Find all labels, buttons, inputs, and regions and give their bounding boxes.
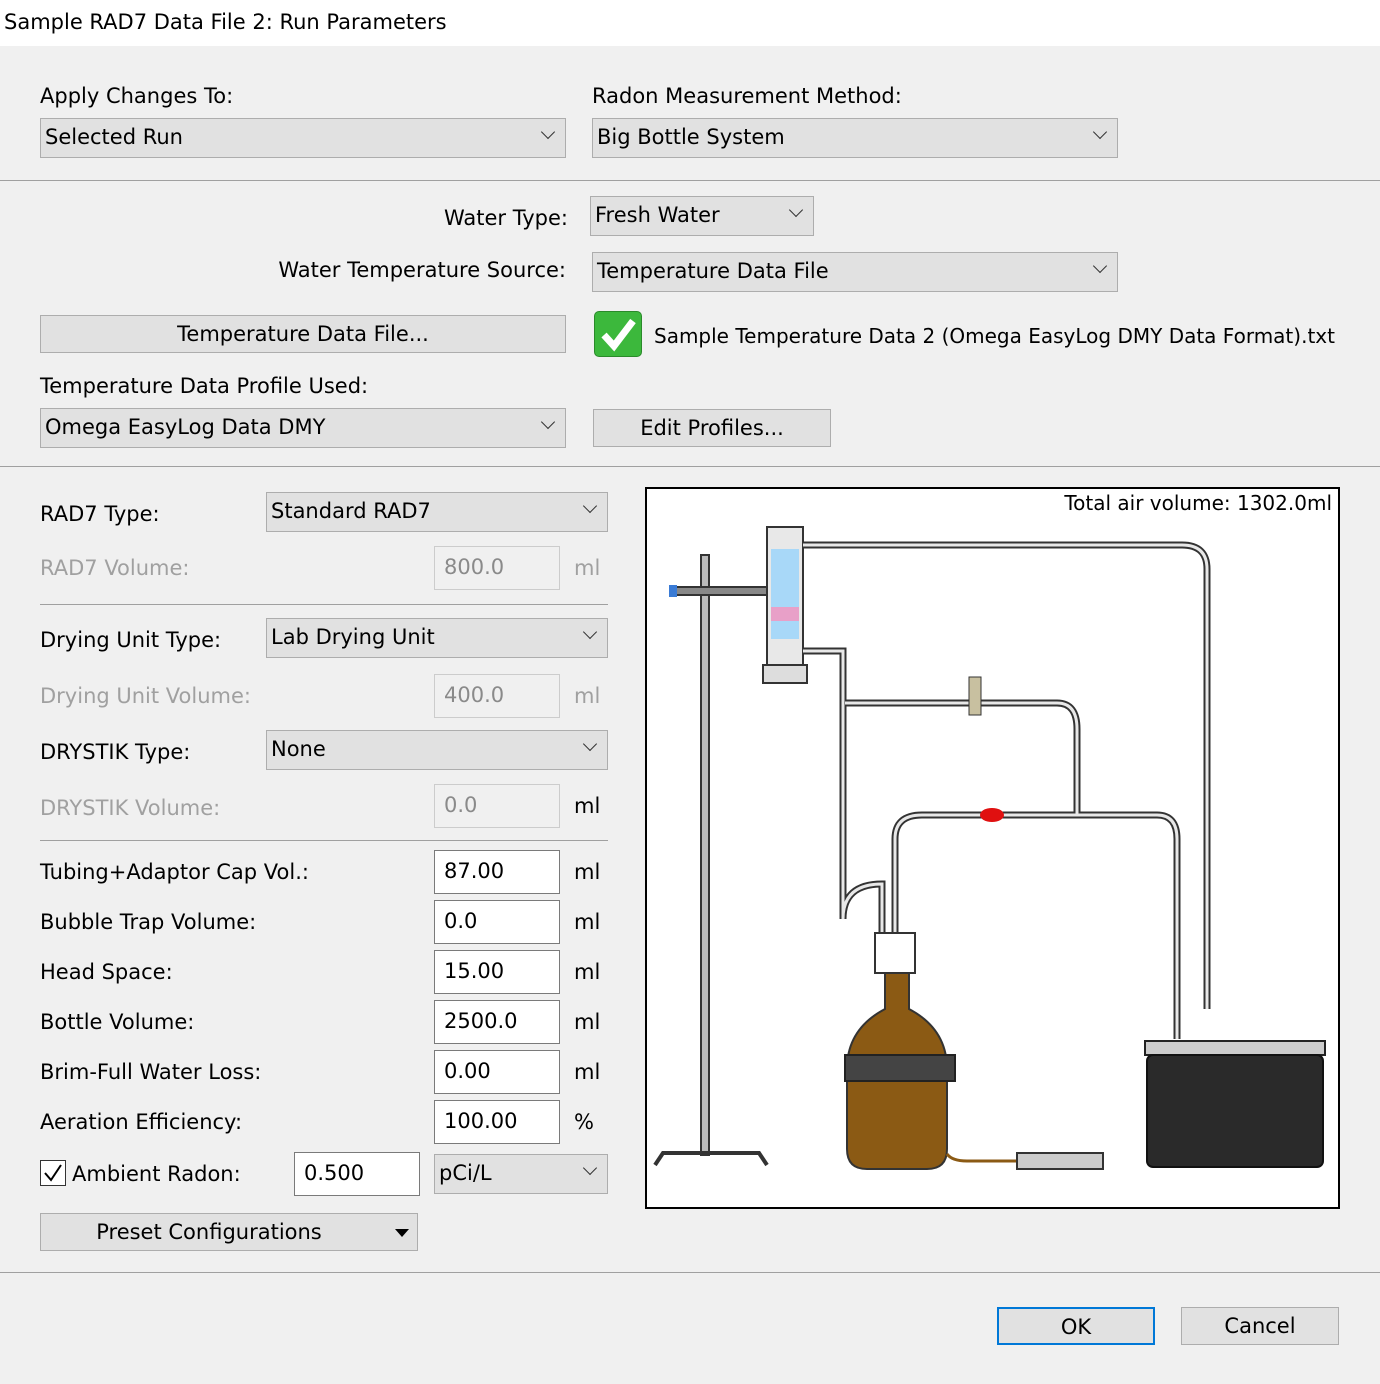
rad7-type-select[interactable]: Standard RAD7 <box>266 492 608 532</box>
check-icon <box>594 311 642 357</box>
bottle-volume-input[interactable]: 2500.0 <box>434 1000 560 1044</box>
profile-value: Omega EasyLog Data DMY <box>45 415 326 439</box>
ambient-radon-checkbox[interactable] <box>40 1160 66 1186</box>
water-type-label: Water Type: <box>443 206 568 230</box>
field-label: Bottle Volume: <box>40 1010 195 1034</box>
profile-select[interactable]: Omega EasyLog Data DMY <box>40 408 566 448</box>
chevron-down-icon <box>788 202 804 218</box>
drying-volume-input[interactable]: 400.0 <box>434 674 560 718</box>
drystik-type-label: DRYSTIK Type: <box>40 740 191 764</box>
temp-source-value: Temperature Data File <box>597 259 829 283</box>
chevron-down-icon <box>582 498 598 514</box>
chevron-down-icon <box>1092 124 1108 140</box>
preset-configurations-button[interactable]: Preset Configurations <box>40 1213 418 1251</box>
drying-type-label: Drying Unit Type: <box>40 628 222 652</box>
temp-source-select[interactable]: Temperature Data File <box>592 252 1118 292</box>
ok-button[interactable]: OK <box>997 1307 1155 1345</box>
bottle <box>844 932 1104 1170</box>
profile-label: Temperature Data Profile Used: <box>40 374 369 398</box>
rad7-type-value: Standard RAD7 <box>271 499 431 523</box>
field-unit: ml <box>574 960 601 984</box>
dropdown-arrow-icon <box>395 1229 409 1237</box>
apply-changes-value: Selected Run <box>45 125 183 149</box>
rad7-volume-unit: ml <box>574 556 601 580</box>
drying-unit <box>762 526 808 684</box>
divider <box>0 466 1380 467</box>
drystik-type-value: None <box>271 737 326 761</box>
field-unit: ml <box>574 1060 601 1084</box>
method-select[interactable]: Big Bottle System <box>592 118 1118 158</box>
divider <box>0 180 1380 181</box>
tubing-volume-input[interactable]: 87.00 <box>434 850 560 894</box>
rad7-type-label: RAD7 Type: <box>40 502 160 526</box>
field-label: Head Space: <box>40 960 173 984</box>
tubing <box>803 541 1211 1039</box>
temp-file-name: Sample Temperature Data 2 (Omega EasyLog… <box>654 324 1335 348</box>
method-label: Radon Measurement Method: <box>592 84 902 108</box>
head-space-input[interactable]: 15.00 <box>434 950 560 994</box>
rad7-volume-input[interactable]: 800.0 <box>434 546 560 590</box>
apply-changes-label: Apply Changes To: <box>40 84 234 108</box>
chevron-down-icon <box>582 624 598 640</box>
drying-volume-unit: ml <box>574 684 601 708</box>
divider <box>0 1272 1380 1273</box>
cancel-button[interactable]: Cancel <box>1181 1307 1339 1345</box>
chevron-down-icon <box>582 1160 598 1176</box>
preset-label: Preset Configurations <box>96 1220 322 1244</box>
ring-stand <box>653 554 783 1167</box>
ambient-unit-value: pCi/L <box>439 1161 492 1185</box>
field-label: Brim-Full Water Loss: <box>40 1060 262 1084</box>
field-unit: % <box>574 1110 594 1134</box>
field-label: Aeration Efficiency: <box>40 1110 243 1134</box>
drying-volume-label: Drying Unit Volume: <box>40 684 251 708</box>
ambient-radon-label: Ambient Radon: <box>72 1162 241 1186</box>
field-unit: ml <box>574 1010 601 1034</box>
ambient-unit-select[interactable]: pCi/L <box>434 1154 608 1194</box>
ambient-radon-input[interactable]: 0.500 <box>294 1152 420 1196</box>
apparatus-illustration <box>653 526 1326 1170</box>
chevron-down-icon <box>540 414 556 430</box>
field-label: Tubing+Adaptor Cap Vol.: <box>40 860 309 884</box>
drystik-volume-unit: ml <box>574 794 601 818</box>
temperature-data-file-button[interactable]: Temperature Data File... <box>40 315 566 353</box>
method-value: Big Bottle System <box>597 125 785 149</box>
field-unit: ml <box>574 860 601 884</box>
bubble-trap-input[interactable]: 0.0 <box>434 900 560 944</box>
divider <box>40 604 608 605</box>
field-label: Bubble Trap Volume: <box>40 910 257 934</box>
edit-profiles-button[interactable]: Edit Profiles... <box>593 409 831 447</box>
field-unit: ml <box>574 910 601 934</box>
divider <box>40 840 608 841</box>
water-type-select[interactable]: Fresh Water <box>590 196 814 236</box>
chevron-down-icon <box>1092 258 1108 274</box>
rad7-volume-label: RAD7 Volume: <box>40 556 190 580</box>
apply-changes-select[interactable]: Selected Run <box>40 118 566 158</box>
aeration-efficiency-input[interactable]: 100.00 <box>434 1100 560 1144</box>
drystik-volume-input[interactable]: 0.0 <box>434 784 560 828</box>
window-title: Sample RAD7 Data File 2: Run Parameters <box>4 10 447 34</box>
rad7-instrument <box>1144 1040 1326 1168</box>
title-bar <box>0 0 1380 46</box>
chevron-down-icon <box>540 124 556 140</box>
drying-type-value: Lab Drying Unit <box>271 625 435 649</box>
brim-full-loss-input[interactable]: 0.00 <box>434 1050 560 1094</box>
drying-type-select[interactable]: Lab Drying Unit <box>266 618 608 658</box>
setup-diagram: Total air volume: 1302.0ml <box>645 487 1340 1209</box>
total-air-volume: Total air volume: 1302.0ml <box>1064 491 1332 515</box>
chevron-down-icon <box>582 736 598 752</box>
check-icon <box>44 1164 62 1182</box>
temp-source-label: Water Temperature Source: <box>278 258 566 282</box>
valve-icon <box>968 676 982 716</box>
filter-icon <box>980 808 1004 822</box>
drystik-type-select[interactable]: None <box>266 730 608 770</box>
drystik-volume-label: DRYSTIK Volume: <box>40 796 221 820</box>
water-type-value: Fresh Water <box>595 203 720 227</box>
